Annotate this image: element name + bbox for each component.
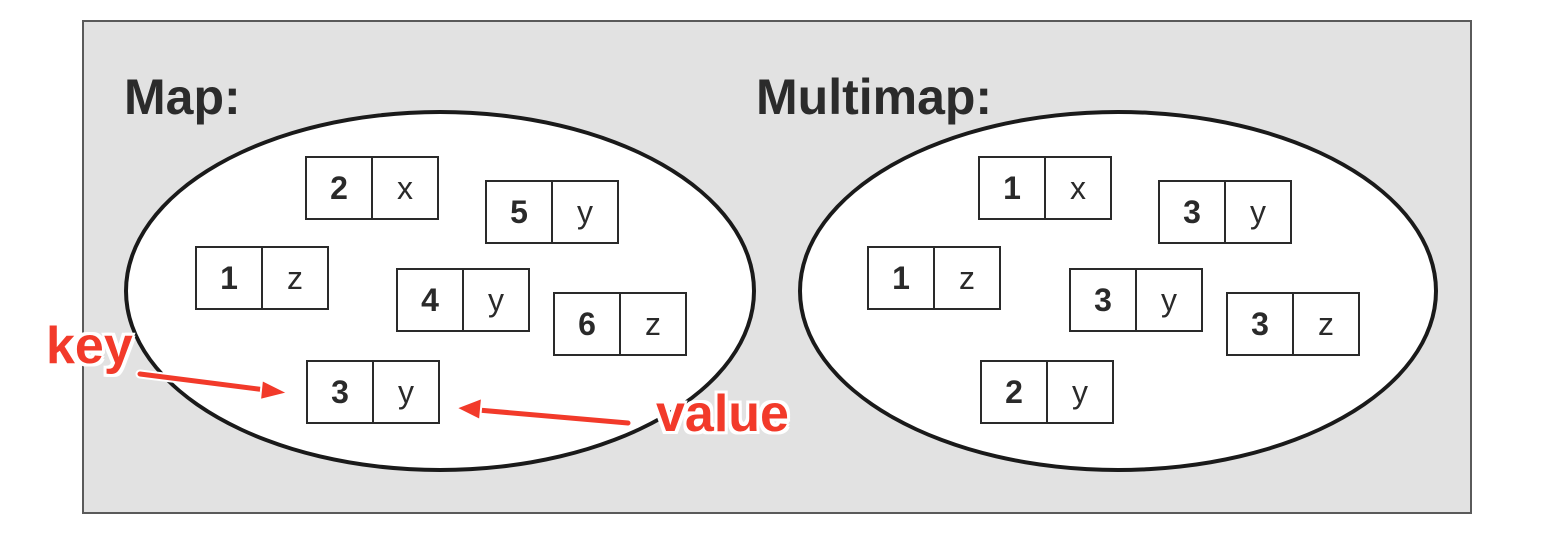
- multimap-pair: 3 y: [1158, 180, 1292, 244]
- map-pair: 5 y: [485, 180, 619, 244]
- pair-value: x: [397, 169, 413, 206]
- pair-key: 3: [1071, 270, 1137, 330]
- map-pair: 4 y: [396, 268, 530, 332]
- map-pair: 3 y: [306, 360, 440, 424]
- value-annotation-label: value: [656, 385, 789, 443]
- pair-key: 4: [398, 270, 464, 330]
- pair-key: 5: [487, 182, 553, 242]
- pair-key: 3: [308, 362, 374, 422]
- pair-value: y: [1072, 373, 1088, 410]
- multimap-pair: 1 x: [978, 156, 1112, 220]
- map-title: Map:: [124, 69, 241, 125]
- map-pair: 6 z: [553, 292, 687, 356]
- pair-value: y: [577, 193, 593, 230]
- multimap-title: Multimap:: [756, 69, 993, 125]
- pair-value: z: [645, 305, 661, 342]
- pair-key: 2: [307, 158, 373, 218]
- pair-value: y: [398, 373, 414, 410]
- map-pair: 2 x: [305, 156, 439, 220]
- multimap-pair: 3 y: [1069, 268, 1203, 332]
- pair-key: 1: [197, 248, 263, 308]
- pair-key: 6: [555, 294, 621, 354]
- map-pair: 1 z: [195, 246, 329, 310]
- multimap-pair: 2 y: [980, 360, 1114, 424]
- pair-value: x: [1070, 169, 1086, 206]
- pair-value: y: [488, 281, 504, 318]
- pair-value: z: [1318, 305, 1334, 342]
- pair-key: 1: [869, 248, 935, 308]
- pair-value: y: [1250, 193, 1266, 230]
- multimap-pair: 3 z: [1226, 292, 1360, 356]
- pair-key: 1: [980, 158, 1046, 218]
- pair-value: y: [1161, 281, 1177, 318]
- pair-value: z: [287, 259, 303, 296]
- multimap-pair: 1 z: [867, 246, 1001, 310]
- key-annotation-label: key: [46, 317, 133, 375]
- pair-key: 3: [1228, 294, 1294, 354]
- pair-value: z: [959, 259, 975, 296]
- pair-key: 3: [1160, 182, 1226, 242]
- pair-key: 2: [982, 362, 1048, 422]
